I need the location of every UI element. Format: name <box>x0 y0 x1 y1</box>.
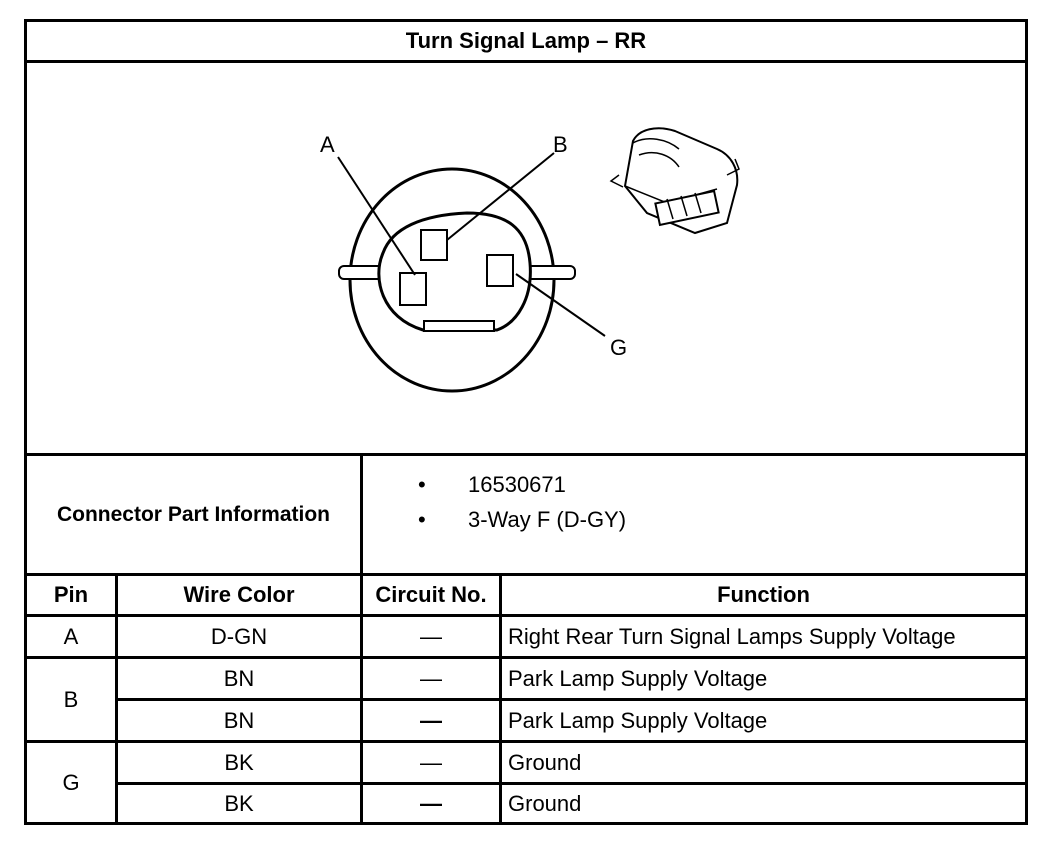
circuit-cell: — <box>420 749 442 775</box>
header-wire-color: Wire Color <box>183 582 295 607</box>
pin-cell: G <box>62 769 80 795</box>
connector-sheet-frame <box>24 19 1028 825</box>
connector-info-label: Connector Part Information <box>56 502 330 526</box>
title-divider <box>24 60 1028 63</box>
function-cell: Ground <box>508 749 582 775</box>
callout-a: A <box>320 132 335 157</box>
connector-illustration <box>609 127 740 235</box>
callout-b: B <box>553 132 568 157</box>
column-divider <box>360 576 363 825</box>
pin-cell: A <box>63 623 79 649</box>
wire-color-cell: BK <box>224 790 254 816</box>
page-title: Turn Signal Lamp – RR <box>405 28 647 53</box>
circuit-cell: — <box>420 665 442 691</box>
left-tab <box>338 265 384 280</box>
function-cell: Park Lamp Supply Voltage <box>508 665 768 691</box>
column-divider <box>115 576 118 825</box>
row-divider <box>24 740 1028 743</box>
function-cell: Park Lamp Supply Voltage <box>508 707 768 733</box>
header-circuit-no: Circuit No. <box>375 582 487 607</box>
wire-color-cell: BN <box>223 665 255 691</box>
right-tab <box>526 265 576 280</box>
circuit-cell: — <box>420 623 442 649</box>
column-divider <box>499 576 502 825</box>
key-slot <box>423 320 495 332</box>
bullet-icon: • <box>418 472 426 497</box>
row-divider <box>24 656 1028 659</box>
connector-info-item: • 3-Way F (D-GY) <box>418 507 626 533</box>
leader-a <box>337 156 416 276</box>
header-pin: Pin <box>53 582 89 607</box>
table-top-divider <box>24 573 1028 576</box>
leader-b <box>446 152 555 241</box>
header-function: Function <box>717 582 810 607</box>
callout-g: G <box>610 335 628 360</box>
terminal-b <box>420 229 448 261</box>
part-number: 16530671 <box>468 472 566 497</box>
row-divider <box>115 782 1028 785</box>
circuit-cell: — <box>420 790 442 816</box>
row-divider <box>24 614 1028 617</box>
wire-color-cell: BN <box>223 707 255 733</box>
bullet-icon: • <box>418 507 426 532</box>
wire-color-cell: D-GN <box>210 623 268 649</box>
circuit-cell: — <box>420 707 442 733</box>
wire-color-cell: BK <box>224 749 254 775</box>
terminal-a <box>399 272 427 306</box>
function-cell: Ground <box>508 790 582 816</box>
connector-info-divider <box>360 456 363 574</box>
connector-info-item: • 16530671 <box>418 472 566 498</box>
pin-cell: B <box>63 686 79 712</box>
leader-g <box>515 273 606 337</box>
connector-description: 3-Way F (D-GY) <box>468 507 627 532</box>
function-cell: Right Rear Turn Signal Lamps Supply Volt… <box>508 623 956 649</box>
terminal-g <box>486 254 514 287</box>
row-divider <box>115 698 1028 701</box>
connector-face-diagram <box>337 127 740 393</box>
diagram-divider <box>24 453 1028 456</box>
